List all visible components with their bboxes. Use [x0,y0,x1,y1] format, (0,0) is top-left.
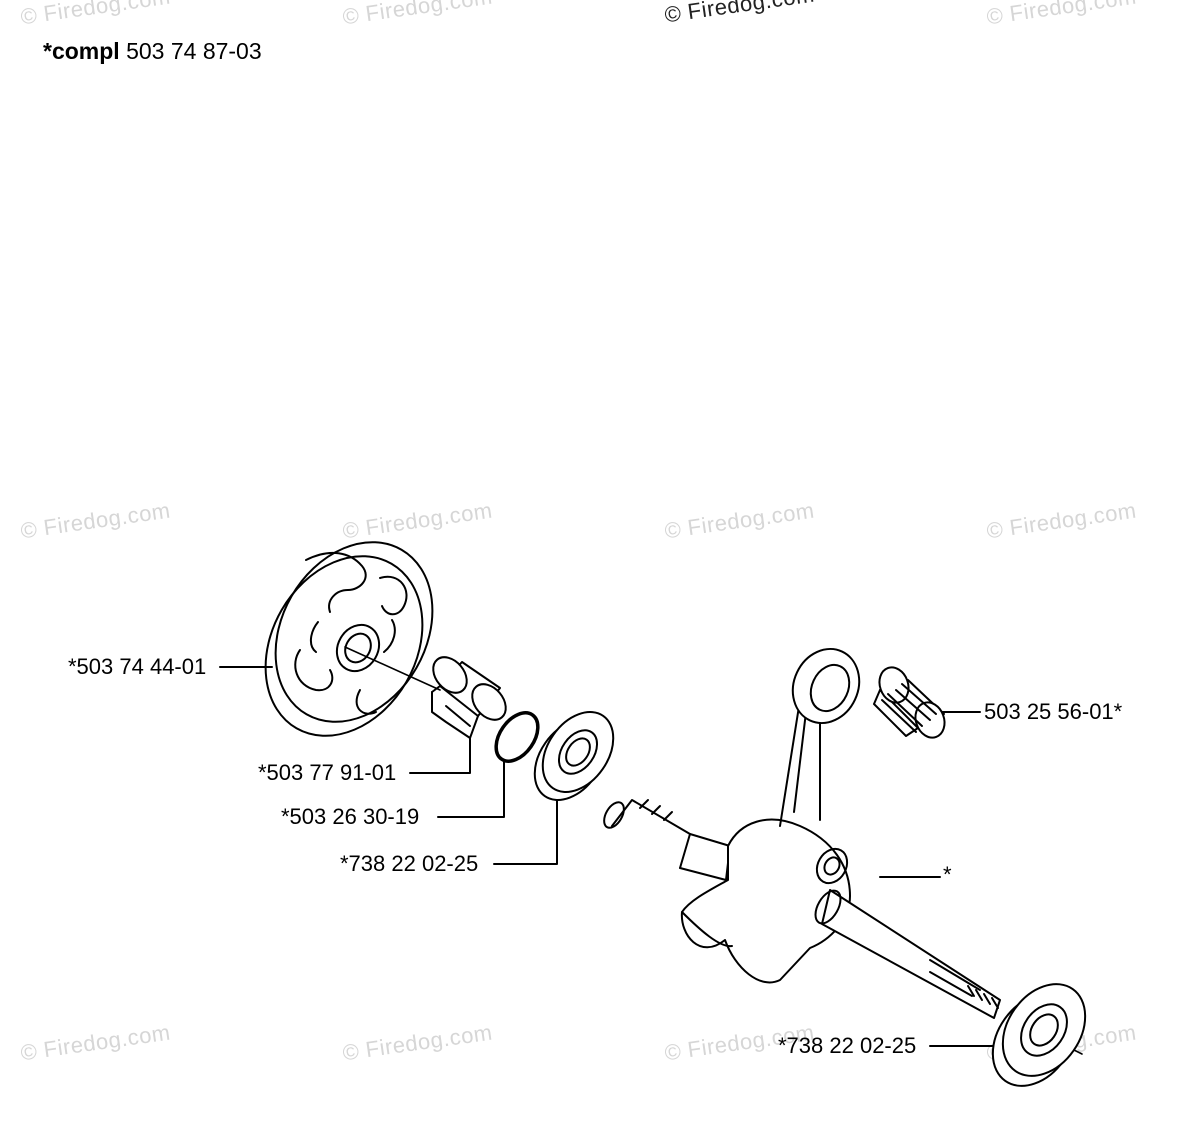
bearing-part-bottom [991,983,1087,1087]
label-o-ring: *503 26 30-19 [281,804,420,829]
label-clutch: *503 74 44-01 [68,654,207,679]
label-sleeve: *503 77 91-01 [258,760,397,785]
axis-line [344,646,441,691]
label-crankshaft: * [943,862,952,887]
assembly-prefix: *compl [43,38,120,64]
label-bearing-bottom: *738 22 02-25 [778,1033,917,1058]
o-ring-part [494,711,540,763]
leader-line [437,759,505,818]
clutch-part [264,541,434,737]
leader-line [493,789,558,865]
crankshaft-part [603,648,1001,1019]
leader-line [409,737,471,774]
label-bearing-top: *738 22 02-25 [340,851,479,876]
assembly-part-number: 503 74 87-03 [126,38,262,64]
assembly-number: *compl 503 74 87-03 [43,38,262,65]
sleeve-part [431,656,507,739]
label-needle-bearing: 503 25 56-01* [984,699,1123,724]
bearing-part-top [533,711,615,801]
needle-bearing-part [873,666,946,739]
